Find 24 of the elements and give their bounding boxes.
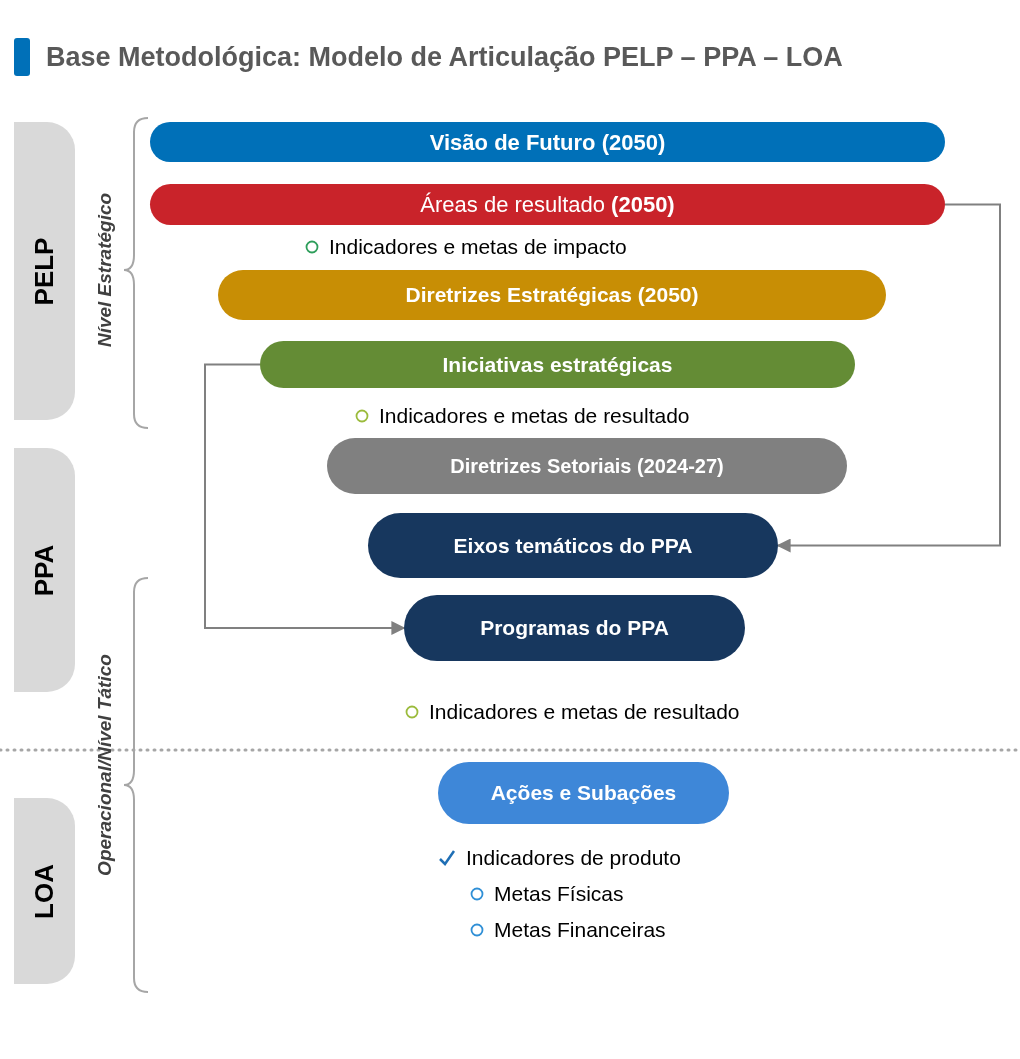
level-pill: Programas do PPA xyxy=(404,595,745,661)
title: Base Metodológica: Modelo de Articulação PELP – PPA – LOA xyxy=(46,41,843,74)
level-pill: Diretrizes Estratégicas (2050) xyxy=(218,270,886,320)
bullet-text: Indicadores e metas de impacto xyxy=(329,234,627,261)
level-pill: Eixos temáticos do PPA xyxy=(368,513,778,578)
section-title: PELP xyxy=(28,237,60,305)
bullet-text: Indicadores e metas de resultado xyxy=(379,403,690,430)
bullet-text: Indicadores de produto xyxy=(466,845,681,872)
section-tab xyxy=(14,122,75,420)
level-label: Nível Estratégico xyxy=(92,192,116,348)
bullet-text: Indicadores e metas de resultado xyxy=(429,699,740,726)
level-pill: Iniciativas estratégicas xyxy=(260,341,855,388)
level-label: Operacional/Nível Tático xyxy=(92,654,116,876)
section-title: LOA xyxy=(28,863,60,919)
section-tab xyxy=(14,448,75,692)
section-title: PPA xyxy=(28,544,60,596)
level-pill: Ações e Subações xyxy=(438,762,729,824)
bullet-text: Metas Físicas xyxy=(494,881,624,908)
connector-arrow xyxy=(204,363,406,635)
level-pill: Áreas de resultado (2050) xyxy=(150,184,945,225)
bullet-text: Metas Financeiras xyxy=(494,917,666,944)
level-pill: Visão de Futuro (2050) xyxy=(150,122,945,162)
level-pill: Diretrizes Setoriais (2024-27) xyxy=(327,438,847,494)
section-tab xyxy=(14,798,75,984)
